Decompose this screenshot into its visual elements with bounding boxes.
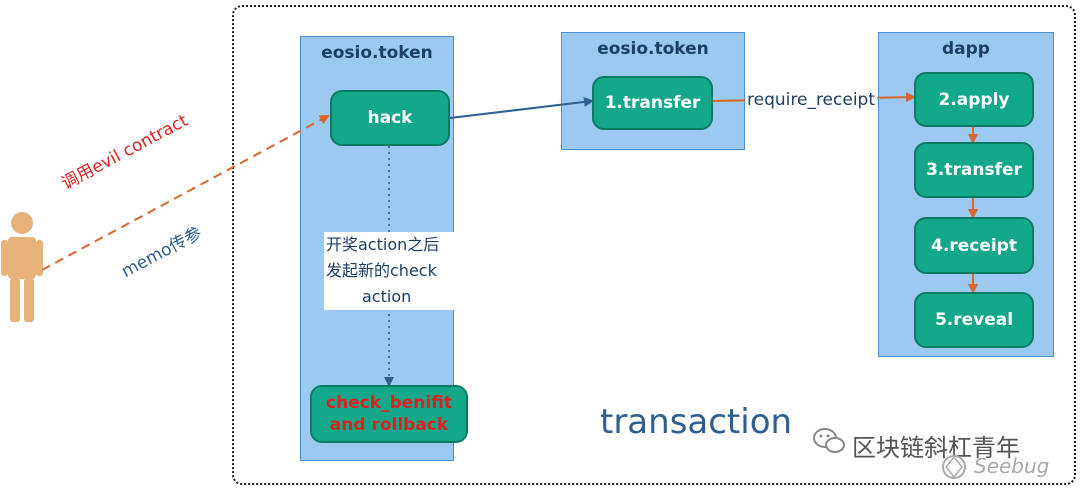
node-check-benifit: check_benifit and rollback (310, 385, 468, 443)
transaction-frame (232, 5, 1076, 485)
require-receipt-label: require_receipt (745, 90, 877, 110)
seebug-logo-icon (942, 455, 966, 479)
note-line-3: action (362, 287, 412, 306)
note-line-1: 开奖action之后 (326, 235, 440, 254)
watermark-sub: Seebug (974, 454, 1050, 478)
watermark-text: 区块链斜杠青年 (852, 434, 1020, 462)
call-evil-arrow (41, 115, 330, 271)
note-line-2: 发起新的check (326, 261, 437, 280)
node-5-reveal: 5.reveal (914, 292, 1034, 348)
transaction-label: transaction (600, 402, 793, 442)
wechat-logo-icon (813, 428, 845, 453)
node-hack: hack (330, 90, 450, 146)
panel-title-dapp: dapp (942, 39, 990, 59)
panel-title-mid: eosio.token (597, 39, 709, 59)
node-3-transfer: 3.transfer (914, 142, 1034, 198)
node-4-receipt: 4.receipt (914, 217, 1034, 274)
panel-title-left: eosio.token (321, 43, 433, 63)
person-icon (1, 212, 43, 322)
node-2-apply: 2.apply (914, 72, 1034, 127)
hack-to-transfer-arrow (449, 96, 594, 119)
node-1-transfer: 1.transfer (592, 76, 713, 130)
check-action-note: 开奖action之后 发起新的check action (324, 232, 458, 310)
